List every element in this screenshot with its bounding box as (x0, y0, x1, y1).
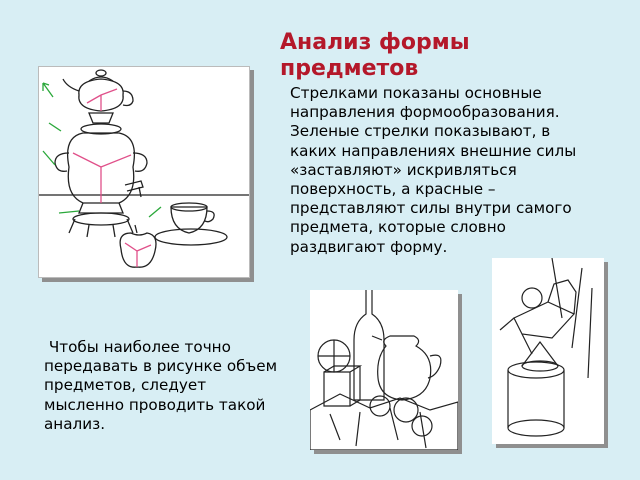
figure-drawing (499, 258, 593, 437)
still-life-drawing (310, 290, 458, 450)
samovar-illustration (38, 66, 250, 278)
samovar-drawing (39, 69, 249, 268)
figure-illustration (492, 258, 604, 444)
still-life-illustration (310, 290, 458, 450)
advice-paragraph: Чтобы наиболее точно передавать в рисунк… (44, 338, 282, 433)
explanation-paragraph: Стрелками показаны основные направления … (290, 84, 577, 256)
slide-title: Анализ формы предметов (280, 30, 470, 81)
